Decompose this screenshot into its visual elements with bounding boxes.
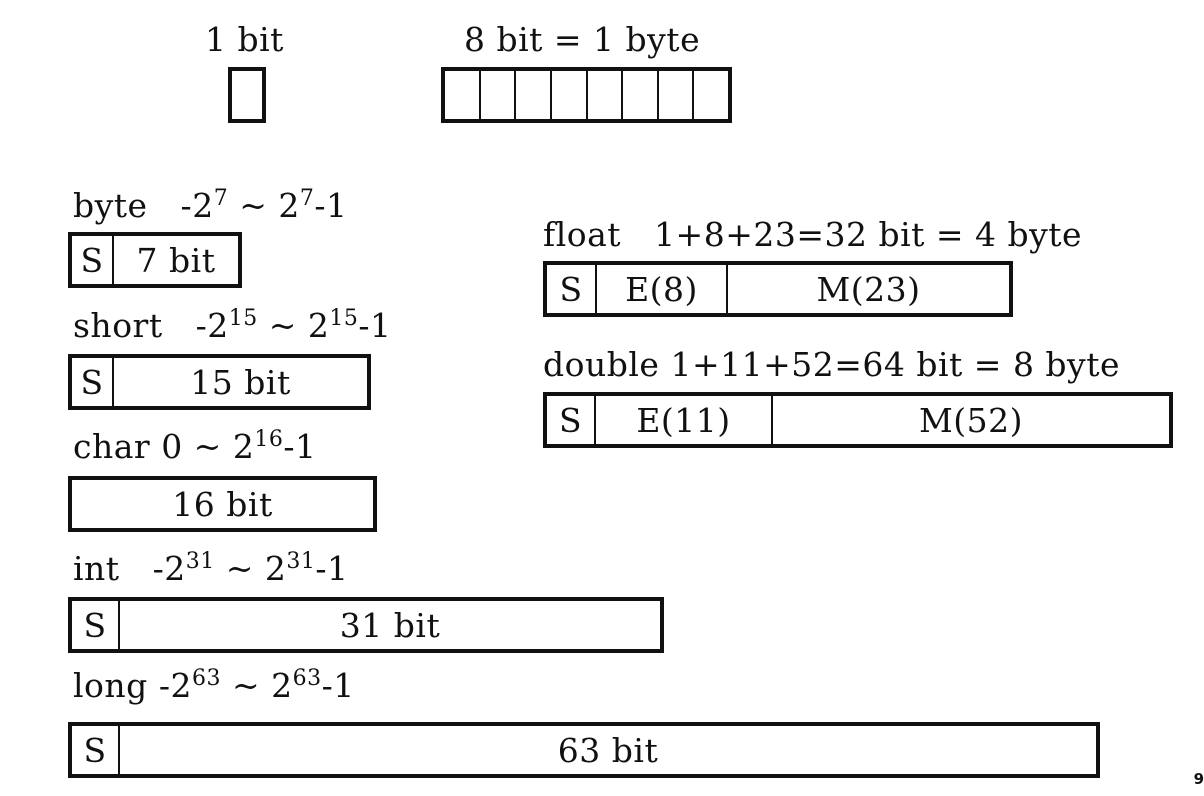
range-neg-exp: 15 <box>228 306 258 331</box>
one-bit-box <box>228 67 266 123</box>
char-register: 16 bit <box>68 476 377 532</box>
type-name: byte <box>73 186 148 225</box>
byte-register: S 7 bit <box>68 232 242 288</box>
range-tail: -1 <box>283 427 317 466</box>
range-sep: ~ <box>257 306 308 345</box>
float-label: float 1+8+23=32 bit = 4 byte <box>543 215 1082 255</box>
int-label: int -231 ~ 231-1 <box>73 549 349 589</box>
range-prefix: 0 ~ <box>161 427 233 466</box>
exponent-cell: E(8) <box>595 265 726 313</box>
range-neg-base: -2 <box>195 306 229 345</box>
bit-cell <box>656 71 693 119</box>
float-formula: 1+8+23=32 bit = 4 byte <box>654 215 1083 254</box>
type-name: char <box>73 427 151 466</box>
type-name: double <box>543 345 660 384</box>
sign-cell: S <box>83 605 107 645</box>
range-neg-exp: 63 <box>191 666 221 691</box>
range-neg-exp: 7 <box>213 186 229 211</box>
range-tail: -1 <box>314 186 348 225</box>
sign-cell: S <box>80 240 104 280</box>
long-label: long -263 ~ 263-1 <box>73 666 355 706</box>
char-label: char 0 ~ 216-1 <box>73 427 316 467</box>
value-cell: 63 bit <box>118 726 1096 774</box>
one-bit-label: 1 bit <box>205 20 284 59</box>
bit-cell <box>549 71 586 119</box>
double-register: S E(11) M(52) <box>543 392 1173 448</box>
byte-label: byte -27 ~ 27-1 <box>73 186 348 226</box>
range-pos-exp: 16 <box>254 427 284 452</box>
range-pos-base: 2 <box>264 549 287 588</box>
short-label: short -215 ~ 215-1 <box>73 306 392 346</box>
value-cell: 31 bit <box>118 601 660 649</box>
sign-cell: S <box>558 400 583 440</box>
range-pos-exp: 63 <box>292 666 322 691</box>
page-number: 9 <box>1193 770 1204 788</box>
range-sep: ~ <box>220 666 272 705</box>
double-label: double 1+11+52=64 bit = 8 byte <box>543 345 1120 385</box>
sign-cell: S <box>559 269 583 309</box>
range-pos-exp: 31 <box>286 549 316 574</box>
bit-cell <box>692 71 728 119</box>
range-pos-exp: 7 <box>299 186 315 211</box>
range-sep: ~ <box>228 186 279 225</box>
range-pos-base: 2 <box>232 427 255 466</box>
float-register: S E(8) M(23) <box>543 261 1013 317</box>
type-name: int <box>73 549 120 588</box>
range-tail: -1 <box>358 306 392 345</box>
sign-cell: S <box>83 730 107 770</box>
range-pos-exp: 15 <box>329 306 359 331</box>
type-name: short <box>73 306 163 345</box>
range-sep: ~ <box>214 549 265 588</box>
range-pos-base: 2 <box>271 666 293 705</box>
bit-cell <box>621 71 657 119</box>
exponent-cell: E(11) <box>594 396 771 444</box>
type-name: long <box>73 666 148 705</box>
range-neg-base: -2 <box>180 186 214 225</box>
one-byte-box <box>441 67 732 123</box>
value-cell: 16 bit <box>172 484 273 524</box>
range-neg-base: -2 <box>152 549 186 588</box>
range-pos-base: 2 <box>307 306 330 345</box>
mantissa-cell: M(52) <box>771 396 1169 444</box>
bit-cell <box>585 71 622 119</box>
type-name: float <box>543 215 622 254</box>
bit-cell <box>445 71 479 119</box>
range-neg-exp: 31 <box>185 549 215 574</box>
range-tail: -1 <box>321 666 355 705</box>
mantissa-cell: M(23) <box>726 265 1009 313</box>
short-register: S 15 bit <box>68 354 371 410</box>
range-pos-base: 2 <box>278 186 300 225</box>
bit-cell <box>514 71 550 119</box>
value-cell: 15 bit <box>112 358 367 406</box>
sign-cell: S <box>80 362 104 402</box>
long-register: S 63 bit <box>68 722 1100 778</box>
one-byte-label: 8 bit = 1 byte <box>464 20 701 59</box>
double-formula: 1+11+52=64 bit = 8 byte <box>670 345 1120 384</box>
bit-cell <box>478 71 515 119</box>
value-cell: 7 bit <box>112 236 238 284</box>
range-neg-base: -2 <box>158 666 192 705</box>
range-tail: -1 <box>315 549 349 588</box>
int-register: S 31 bit <box>68 597 664 653</box>
